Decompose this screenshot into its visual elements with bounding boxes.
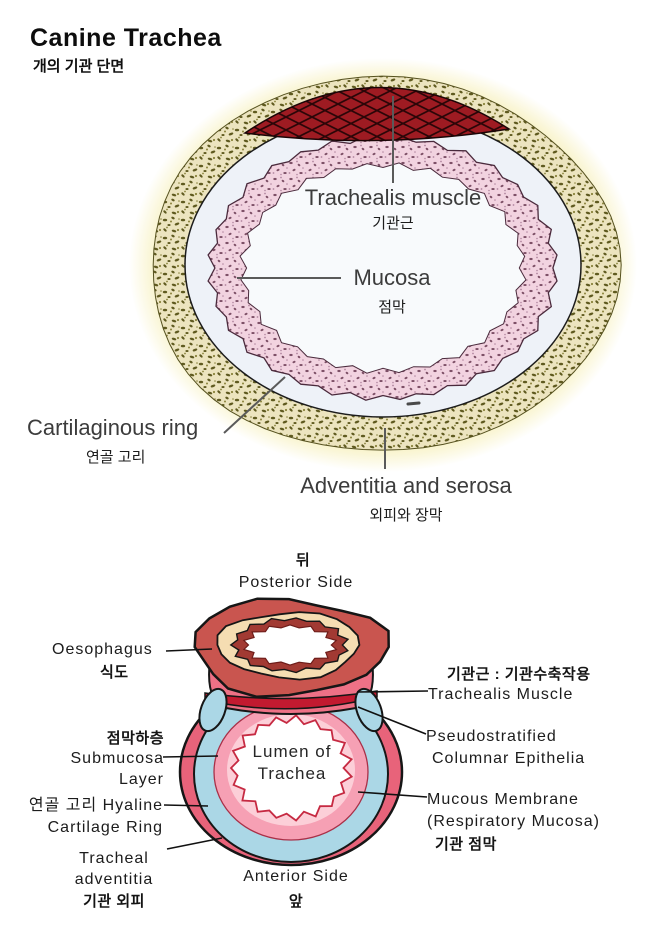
label-tracheal-adventitia-en1: Tracheal <box>79 850 149 867</box>
label-hyaline-line1: 연골 고리 Hyaline <box>28 797 163 814</box>
label-trachealis-muscle-ko: 기관근 <box>372 215 414 232</box>
top-leader-lines <box>223 96 394 469</box>
label-pseudostratified: Pseudostratified Columnar Epithelia <box>426 726 585 770</box>
label-anterior-en: Anterior Side <box>243 868 349 885</box>
label-trachealis-bottom-ko: 기관근 : 기관수축작용 <box>447 666 591 683</box>
label-mucous-line2: (Respiratory Mucosa) <box>427 813 600 830</box>
label-posterior-en: Posterior Side <box>238 574 354 591</box>
label-lumen-line1: Lumen of <box>252 742 332 761</box>
label-adventitia-serosa-ko: 외피와 장막 <box>369 507 443 524</box>
top-tracheal-cross-section <box>129 58 637 472</box>
label-lumen-line2: Trachea <box>257 764 327 783</box>
label-lumen-of-trachea: Lumen of Trachea <box>253 741 332 785</box>
label-trachealis-muscle-en: Trachealis muscle <box>304 185 482 210</box>
leader-hyaline-cartilage <box>163 804 209 807</box>
label-mucous-ko: 기관 점막 <box>435 836 497 853</box>
trachealis-muscle-band-shape <box>204 690 378 710</box>
trachealis-muscle-shape <box>242 86 512 142</box>
label-tracheal-adventitia-ko: 기관 외피 <box>83 893 145 910</box>
label-mucous-line1: Mucous Membrane <box>427 791 579 808</box>
label-submucosa-en2: Layer <box>118 771 164 788</box>
leader-submucosa <box>162 755 219 758</box>
leader-oesophagus <box>165 648 213 652</box>
label-submucosa-en1: Submucosa <box>70 750 164 767</box>
label-submucosa-layer: 점막하층 Submucosa Layer <box>71 727 165 790</box>
label-hyaline-line2: Cartilage Ring <box>47 819 163 836</box>
leader-cartilaginous-ring <box>223 376 286 434</box>
cartilage-notch-mark <box>406 401 421 406</box>
label-hyaline-cartilage-ring: 연골 고리 Hyaline Cartilage Ring <box>29 795 163 839</box>
leader-mucous-membrane <box>357 791 428 798</box>
label-mucosa-ko: 점막 <box>378 299 406 316</box>
lumen-of-trachea-shape <box>229 714 354 822</box>
label-tracheal-adventitia: Tracheal adventitia 기관 외피 <box>75 848 154 911</box>
leader-trachealis-muscle-bottom <box>356 690 429 693</box>
label-oesophagus-ko: 식도 <box>100 664 129 681</box>
label-cartilaginous-ring-en: Cartilaginous ring <box>27 415 199 440</box>
cartilage-tip-left <box>198 687 228 733</box>
label-tracheal-adventitia-en2: adventitia <box>74 871 154 888</box>
oesophagus-lumen-shape <box>242 624 338 666</box>
bottom-trachea-oesophagus-diagram <box>162 597 429 867</box>
label-mucous-membrane: Mucous Membrane (Respiratory Mucosa) 기관 … <box>427 789 600 854</box>
label-pseudostratified-line2: Columnar Epithelia <box>432 750 586 767</box>
label-cartilaginous-ring-ko: 연골 고리 <box>86 449 146 466</box>
leader-pseudostratified <box>357 706 427 735</box>
tracheal-lumen-shape <box>239 162 527 374</box>
label-posterior-ko: 뒤 <box>295 552 311 569</box>
cartilage-tip-right <box>354 687 384 733</box>
label-trachealis-muscle-bottom: 기관근 : 기관수축작용 Trachealis Muscle <box>428 663 591 705</box>
page-title: Canine Trachea <box>30 24 222 52</box>
bottom-leader-lines <box>162 648 429 850</box>
label-mucosa-en: Mucosa <box>353 265 431 290</box>
label-submucosa-ko: 점막하층 <box>106 730 164 747</box>
label-oesophagus-en: Oesophagus <box>52 641 153 658</box>
label-anterior-ko: 앞 <box>288 893 304 910</box>
leader-tracheal-adventitia <box>166 837 223 850</box>
page-subtitle: 개의 기관 단면 <box>33 58 125 75</box>
label-pseudostratified-line1: Pseudostratified <box>426 728 557 745</box>
label-adventitia-serosa-en: Adventitia and serosa <box>300 473 512 498</box>
label-trachealis-bottom-en: Trachealis Muscle <box>428 686 574 703</box>
